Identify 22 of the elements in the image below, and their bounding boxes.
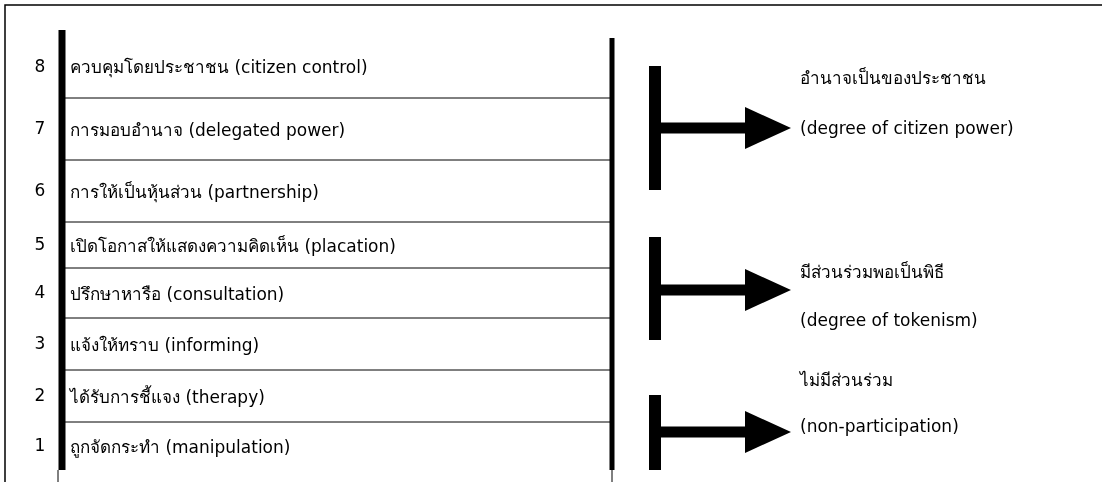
group-label: (non-participation) (800, 416, 959, 436)
ladder-step: การมอบอำนาจ (delegated power) (70, 98, 610, 160)
group-label: (degree of citizen power) (800, 118, 1014, 138)
ladder-step: ปรึกษาหารือ (consultation) (70, 268, 610, 318)
step-number: 1 (33, 435, 47, 455)
step-number: 6 (33, 180, 47, 200)
ladder-step: ถูกจัดกระทำ (manipulation) (70, 422, 610, 470)
step-number: 7 (33, 118, 47, 138)
group-label: (degree of tokenism) (800, 310, 978, 330)
step-number: 4 (33, 282, 47, 302)
group-label: ไม่มีส่วนร่วม (800, 369, 893, 392)
step-number: 8 (33, 55, 47, 76)
step-number: 2 (33, 385, 47, 405)
step-number: 5 (33, 234, 47, 254)
step-number: 3 (33, 333, 47, 353)
ladder-step: การให้เป็นหุ้นส่วน (partnership) (70, 160, 610, 222)
group-label: อำนาจเป็นของประชาชน (800, 66, 986, 90)
ladder-step: ได้รับการชี้แจง (therapy) (70, 370, 610, 422)
group-label: มีส่วนร่วมพอเป็นพิธี (800, 260, 944, 284)
ladder-step: แจ้งให้ทราบ (informing) (70, 318, 610, 370)
ladder-step: ควบคุมโดยประชาชน (citizen control) (70, 35, 610, 98)
ladder-step: เปิดโอกาสให้แสดงความคิดเห็น (placation) (70, 222, 610, 268)
